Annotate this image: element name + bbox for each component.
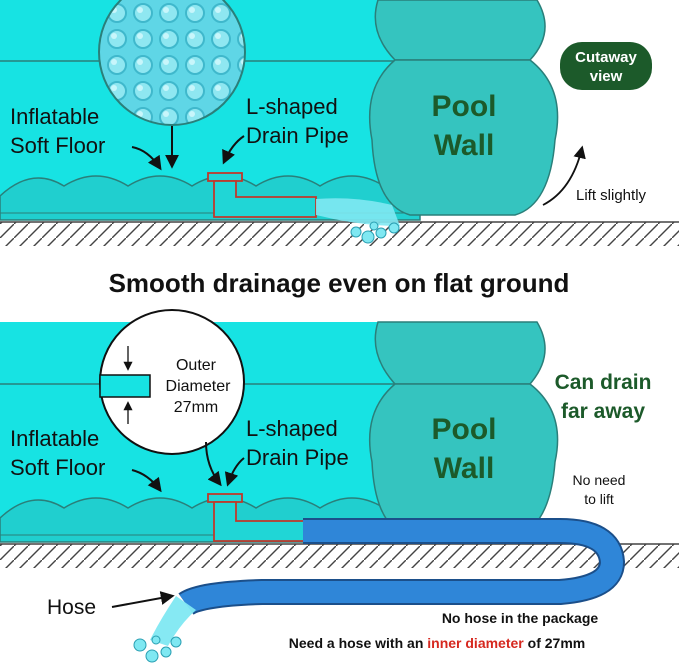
bottom-floor-label-line2: Soft Floor: [10, 455, 105, 480]
diameter-magnifier: Outer Diameter 27mm: [99, 309, 245, 455]
bottom-panel: Pool Wall Outer Diameter 27mm: [0, 309, 679, 663]
top-wall-label-line2: Wall: [434, 129, 495, 162]
cutaway-badge-line1: Cutaway: [575, 49, 637, 66]
bottom-floor-arrow: [131, 469, 162, 493]
diameter-label-line1: Outer: [176, 357, 217, 374]
bottom-wall-label-line2: Wall: [434, 452, 495, 485]
requirement-before: Need a hose with an: [289, 635, 427, 651]
magnifier-to-pipe-arrow: [205, 441, 222, 487]
top-drain-pipe: [207, 172, 317, 218]
top-wall-label-line1: Pool: [432, 90, 497, 123]
requirement-after: of 27mm: [524, 635, 585, 651]
lift-arrow: [542, 145, 586, 206]
bottom-pipe-label-line2: Drain Pipe: [246, 445, 349, 470]
bottom-pool-wall: Pool Wall: [368, 321, 559, 538]
top-floor-label-line1: Inflatable: [10, 104, 99, 129]
top-pipe-label-line1: L-shaped: [246, 94, 338, 119]
far-note-line2: far away: [561, 400, 645, 423]
top-ground: [0, 222, 679, 246]
bottom-wall-label-line1: Pool: [432, 413, 497, 446]
diameter-label-line3: 27mm: [174, 399, 218, 416]
hose-inner: [179, 520, 624, 614]
bottom-floor-label-line1: Inflatable: [10, 426, 99, 451]
bottom-ground: [0, 544, 679, 568]
package-note: No hose in the package: [442, 610, 599, 626]
top-floor-arrow: [131, 146, 162, 171]
hose-requirement: Need a hose with an inner diameter of 27…: [289, 635, 585, 651]
cutaway-badge-line2: view: [590, 68, 623, 85]
cutaway-badge: Cutaway view: [560, 42, 652, 90]
bottom-water-splash: [133, 596, 196, 663]
top-pool-wall: Pool Wall: [368, 0, 559, 216]
top-floor-magnifier: [98, 0, 246, 126]
lift-note: Lift slightly: [576, 187, 647, 204]
far-note-line1: Can drain: [555, 371, 652, 394]
no-lift-note-line2: to lift: [584, 491, 614, 507]
diameter-label-line2: Diameter: [166, 378, 232, 395]
top-water-splash: [316, 198, 400, 244]
bottom-pipe-label-line1: L-shaped: [246, 416, 338, 441]
headline: Smooth drainage even on flat ground: [109, 268, 570, 298]
hose-arrow: [111, 591, 175, 608]
top-panel: Pool Wall Inflatable Soft Floor L-shaped…: [0, 0, 679, 246]
top-floor-label-line2: Soft Floor: [10, 133, 105, 158]
hose-label: Hose: [47, 596, 96, 619]
top-pipe-arrow: [222, 135, 245, 165]
requirement-highlight: inner diameter: [427, 635, 524, 651]
no-lift-note-line1: No need: [573, 472, 626, 488]
bottom-pipe-arrow: [224, 457, 245, 487]
top-pipe-label-line2: Drain Pipe: [246, 123, 349, 148]
